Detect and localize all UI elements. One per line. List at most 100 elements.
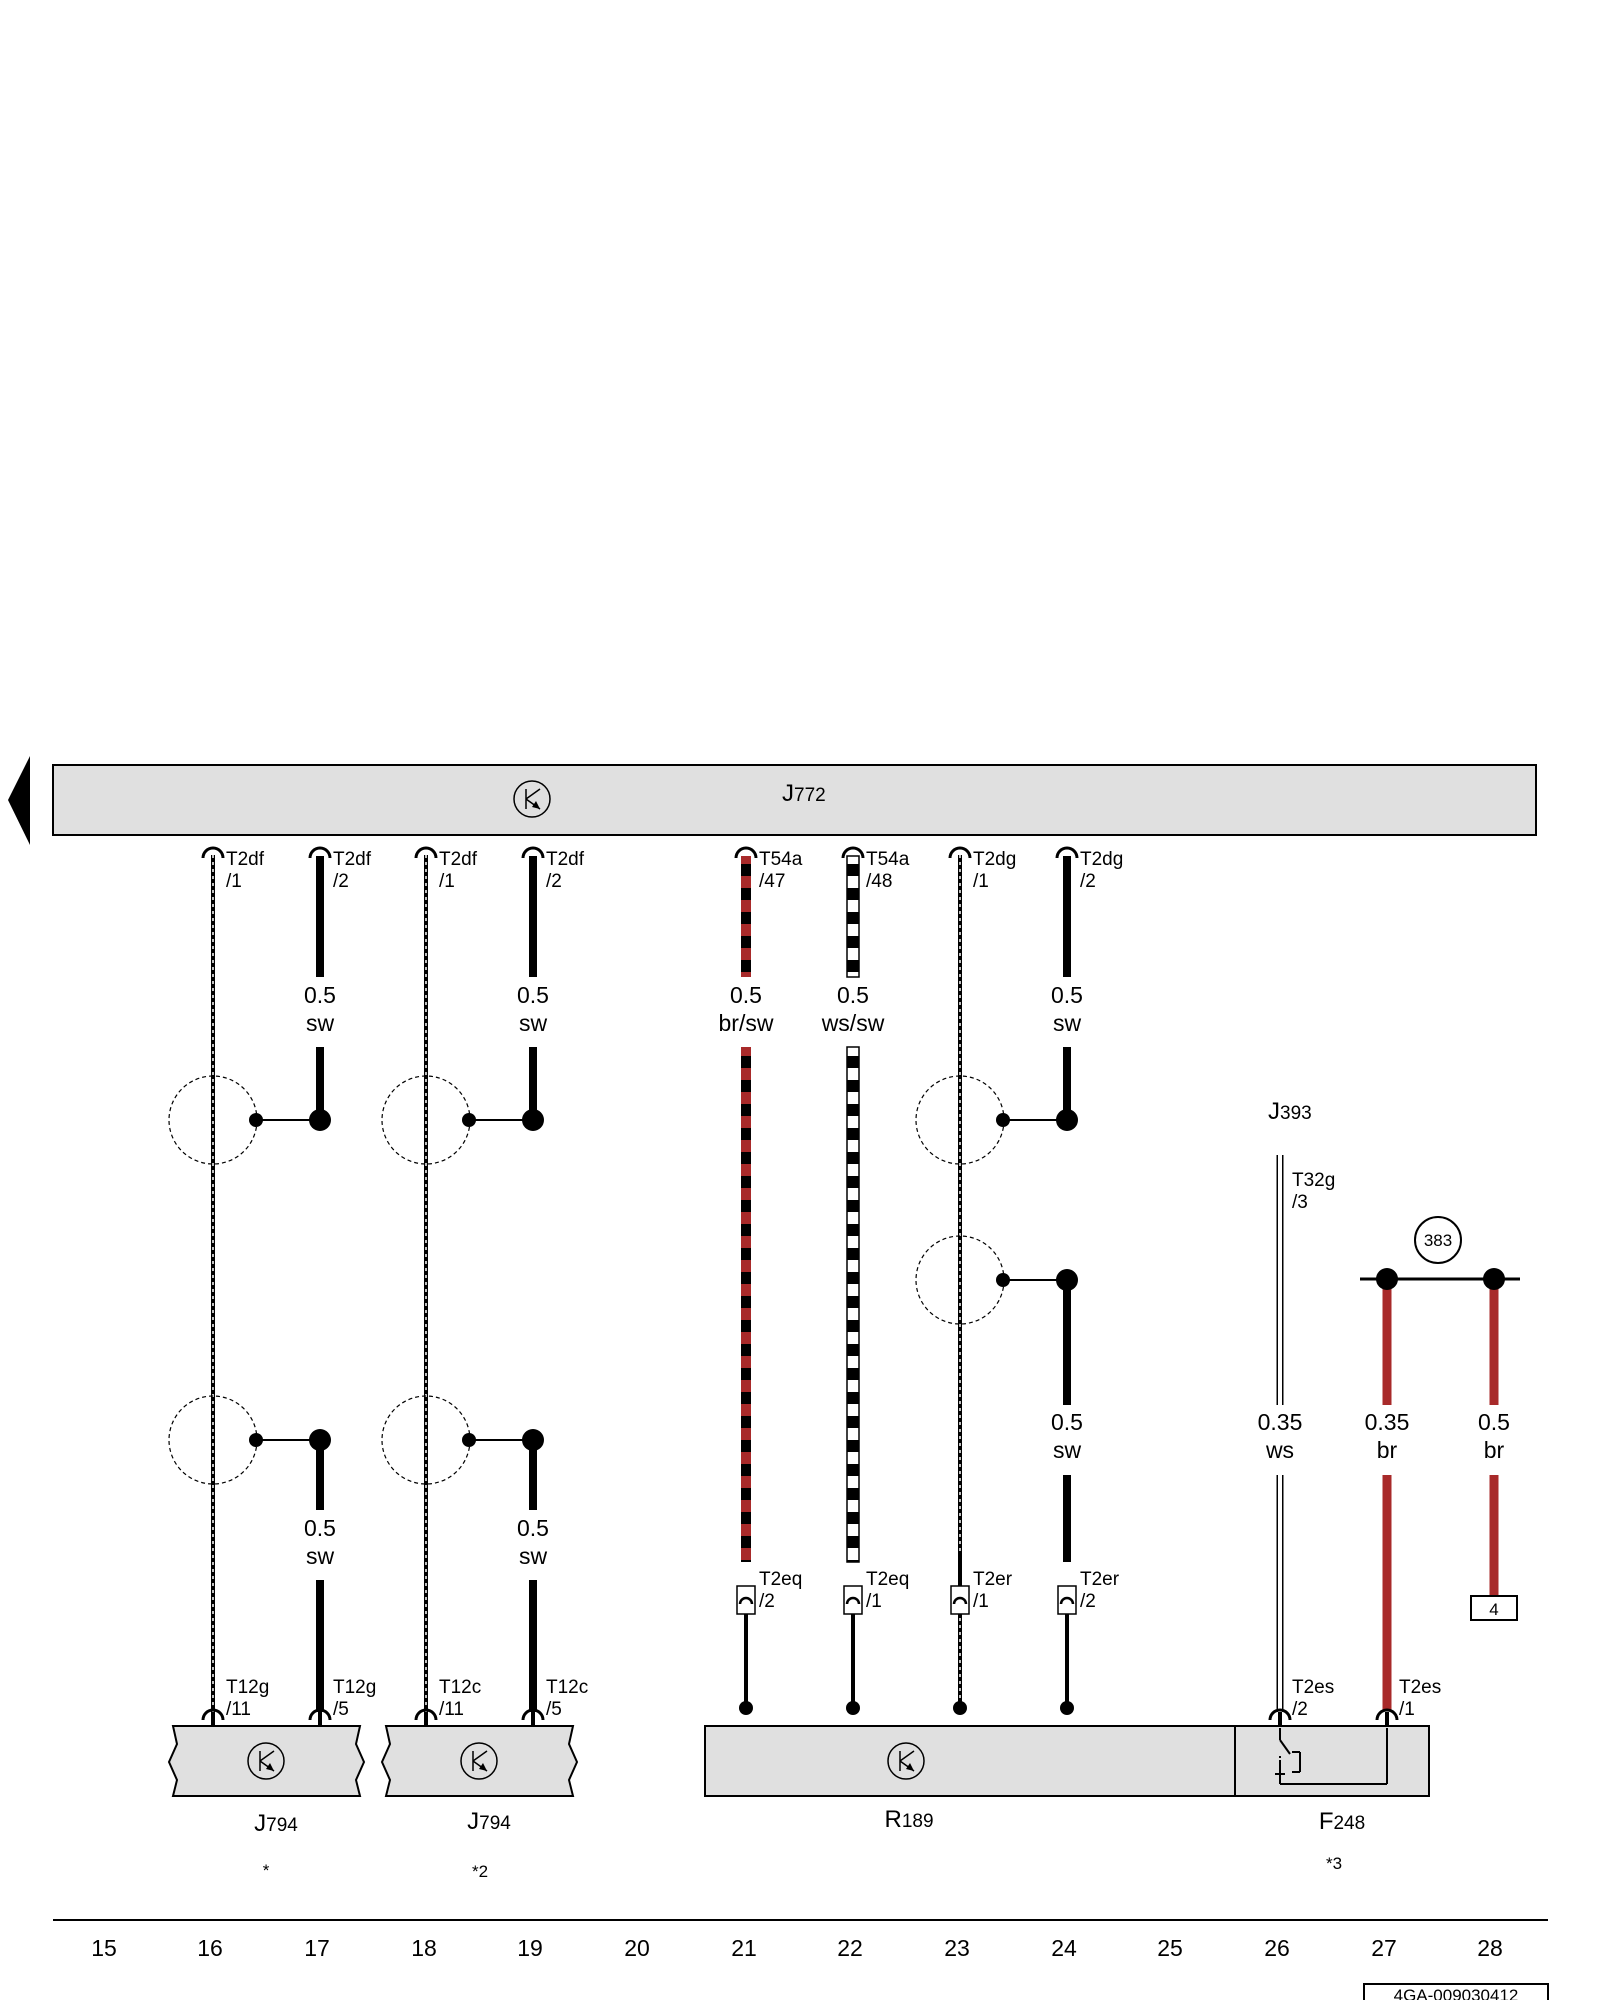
column-number: 17 bbox=[304, 1935, 330, 1961]
wire-size-label: 0.5 bbox=[304, 1515, 336, 1541]
wire-color-label: sw bbox=[1053, 1437, 1082, 1463]
pin-label: /1 bbox=[866, 1591, 882, 1612]
column-number: 19 bbox=[517, 1935, 543, 1961]
component-r189 bbox=[704, 1725, 1236, 1797]
pin-label: /1 bbox=[1399, 1699, 1415, 1720]
pin-label: T2eq bbox=[759, 1569, 802, 1590]
pin-label: /48 bbox=[866, 871, 892, 892]
column-number: 23 bbox=[944, 1935, 970, 1961]
column-number: 22 bbox=[837, 1935, 863, 1961]
pin-label: T32g bbox=[1292, 1170, 1335, 1191]
transistor-icon bbox=[460, 1742, 498, 1780]
module-j772-label: J772 bbox=[782, 780, 826, 807]
wire-size-label: 0.5 bbox=[1051, 1409, 1083, 1435]
wire-size-label: 0.5 bbox=[730, 982, 762, 1008]
column-number: 20 bbox=[624, 1935, 650, 1961]
component-labels: J794 * J794 *2 R189 F248 *3 bbox=[254, 1806, 1365, 1881]
mid-connectors bbox=[736, 1585, 1077, 1615]
pin-label: T2er bbox=[973, 1569, 1013, 1590]
terminal-ref-label: 4 bbox=[1489, 1600, 1498, 1619]
pin-label: /1 bbox=[973, 871, 989, 892]
component-note: *3 bbox=[1326, 1854, 1342, 1873]
left-arrow-icon[interactable] bbox=[8, 756, 30, 845]
pin-label: T2er bbox=[1080, 1569, 1120, 1590]
pin-label: T12c bbox=[439, 1677, 481, 1698]
pin-label: /2 bbox=[1080, 871, 1096, 892]
pin-label: T2dg bbox=[973, 849, 1016, 870]
wire-size-label: 0.35 bbox=[1258, 1409, 1303, 1435]
mid-pin-labels: T2eq /2 T2eq /1 T2er /1 T2er /2 T32g /3 bbox=[759, 1170, 1335, 1612]
pin-label: T54a bbox=[866, 849, 910, 870]
diagram-id: 4GA-009030412 bbox=[1394, 1986, 1519, 2000]
wire-color-label: sw bbox=[519, 1010, 548, 1036]
bottom-pin-labels: T12g /11 T12g /5 T12c /11 T12c /5 T2es /… bbox=[226, 1677, 1441, 1720]
wire-color-label: ws/sw bbox=[821, 1010, 885, 1036]
top-pin-symbols bbox=[201, 846, 1079, 859]
pin-label: T2df bbox=[226, 849, 265, 870]
pin-label: T2dg bbox=[1080, 849, 1123, 870]
wire-size-label: 0.5 bbox=[1478, 1409, 1510, 1435]
pin-label: T12g bbox=[333, 1677, 376, 1698]
ref-circle bbox=[1414, 1216, 1462, 1264]
wire-color-label: sw bbox=[1053, 1010, 1082, 1036]
r189-splice-dots bbox=[739, 1701, 1074, 1715]
wire-color-label: br bbox=[1377, 1437, 1398, 1463]
diagram-id-box bbox=[1363, 1983, 1549, 2000]
column-number: 28 bbox=[1477, 1935, 1503, 1961]
pin-label: T54a bbox=[759, 849, 803, 870]
pin-label: /3 bbox=[1292, 1192, 1308, 1213]
component-label: J794 bbox=[467, 1808, 511, 1835]
column-numbers: 15 16 17 18 19 20 21 22 23 24 25 26 27 2… bbox=[91, 1935, 1503, 1961]
pin-label: T2es bbox=[1292, 1677, 1334, 1698]
wire-color-label: br/sw bbox=[719, 1010, 774, 1036]
wire-col22 bbox=[846, 855, 860, 1712]
switch-icon bbox=[1275, 1728, 1388, 1785]
column-number: 24 bbox=[1051, 1935, 1077, 1961]
wire-size-label: 0.5 bbox=[1051, 982, 1083, 1008]
component-j794-a bbox=[167, 1725, 366, 1797]
component-j794-b bbox=[380, 1725, 579, 1797]
column-number: 16 bbox=[197, 1935, 223, 1961]
top-pin-labels: T2df /1 T2df /2 T2df /1 T2df /2 T54a /47… bbox=[226, 849, 1123, 892]
pin-label: /1 bbox=[226, 871, 242, 892]
column-number: 18 bbox=[411, 1935, 437, 1961]
wire-size-label: 0.35 bbox=[1365, 1409, 1410, 1435]
pin-label: /2 bbox=[333, 871, 349, 892]
bottom-pin-stubs bbox=[211, 1712, 1389, 1726]
pin-label: /2 bbox=[546, 871, 562, 892]
pin-label: /1 bbox=[439, 871, 455, 892]
pin-label: T12g bbox=[226, 1677, 269, 1698]
mid-connector-arcs bbox=[738, 1596, 1075, 1605]
column-number: 26 bbox=[1264, 1935, 1290, 1961]
pin-label: T2df bbox=[439, 849, 478, 870]
pin-label: /11 bbox=[439, 1699, 464, 1720]
pin-label: T2df bbox=[333, 849, 372, 870]
pin-label: /2 bbox=[759, 1591, 775, 1612]
transistor-icon bbox=[887, 1742, 925, 1780]
pin-label: /2 bbox=[1292, 1699, 1308, 1720]
component-j393-label: J393 bbox=[1268, 1098, 1312, 1125]
terminal-ref-box: 4 bbox=[1470, 1595, 1518, 1621]
pin-label: T12c bbox=[546, 1677, 588, 1698]
wire-color-label: sw bbox=[519, 1543, 548, 1569]
ground-splice-383: 383 bbox=[1360, 1216, 1520, 1290]
module-j772 bbox=[52, 764, 1537, 836]
pin-label: /5 bbox=[333, 1699, 349, 1720]
transistor-icon bbox=[513, 780, 551, 818]
pin-label: T2es bbox=[1399, 1677, 1441, 1698]
wire-labels: 0.5 sw 0.5 sw 0.5 br/sw 0.5 ws/sw 0.5 sw… bbox=[304, 982, 1510, 1569]
pin-label: /2 bbox=[1080, 1591, 1096, 1612]
pin-label: T2eq bbox=[866, 1569, 909, 1590]
pin-label: /47 bbox=[759, 871, 785, 892]
wire-color-label: sw bbox=[306, 1543, 335, 1569]
pin-label: T2df bbox=[546, 849, 585, 870]
pin-label: /5 bbox=[546, 1699, 562, 1720]
wire-color-label: br bbox=[1484, 1437, 1505, 1463]
component-note: * bbox=[263, 1861, 270, 1880]
component-label: F248 bbox=[1319, 1808, 1365, 1835]
shield-splices bbox=[168, 1075, 1078, 1485]
component-note: *2 bbox=[472, 1862, 488, 1881]
wire-color-label: sw bbox=[306, 1010, 335, 1036]
ref-circle-label: 383 bbox=[1424, 1231, 1452, 1250]
